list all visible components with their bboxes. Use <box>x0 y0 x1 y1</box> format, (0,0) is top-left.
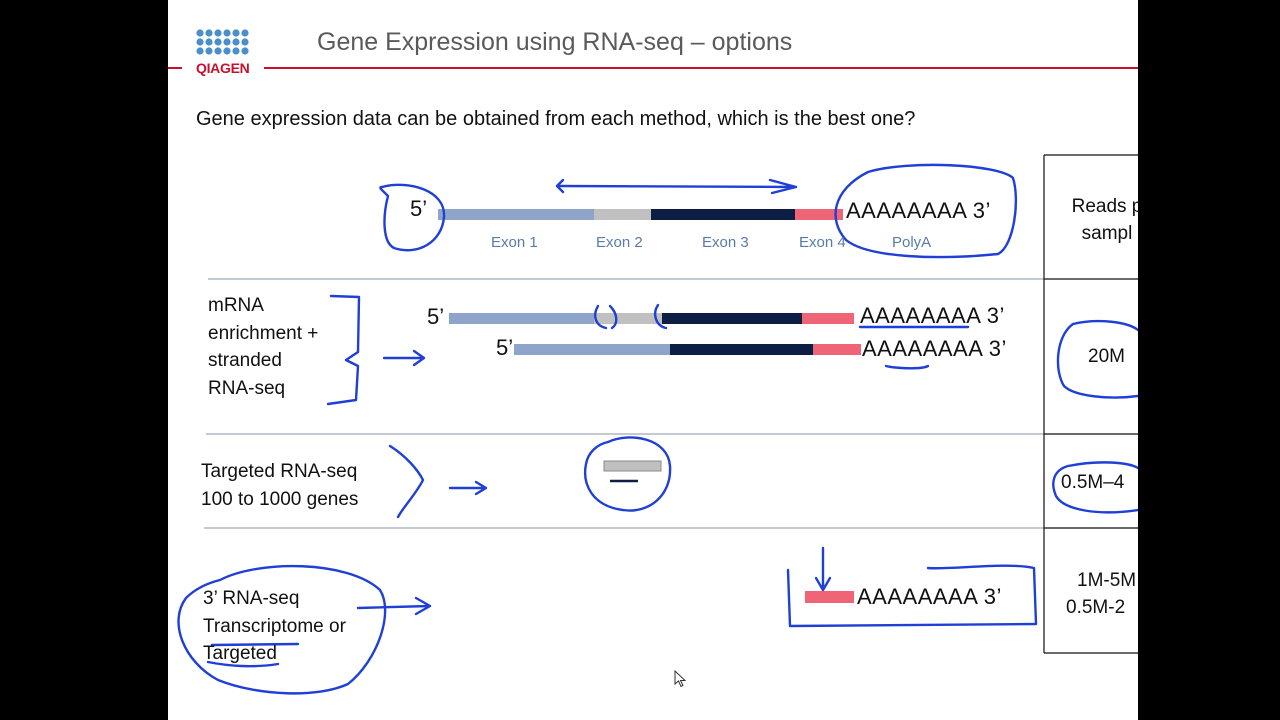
mouse-cursor-icon <box>674 670 687 688</box>
qiagen-logo: QIAGEN <box>196 60 250 76</box>
slide-question: Gene expression data can be obtained fro… <box>196 108 916 130</box>
transcript-2 <box>514 344 861 355</box>
row-label-mrna: mRNA enrichment + stranded RNA-seq <box>208 292 318 402</box>
qiagen-logo-dots <box>196 29 249 55</box>
exon-3-label: Exon 3 <box>702 234 749 251</box>
transcript-1 <box>449 313 854 324</box>
slide-title: Gene Expression using RNA-seq – options <box>317 28 793 56</box>
reads-header: Reads p sampl <box>1052 193 1138 247</box>
transcript-1-polyA: AAAAAAAA 3’ <box>860 303 1005 328</box>
reads-header-line: sampl <box>1081 223 1133 244</box>
reads-row-3-line: 0.5M-2 <box>1066 597 1126 618</box>
row-label-line: Targeted <box>203 643 277 664</box>
title-rule-left <box>168 67 182 69</box>
row-label-3prime: 3’ RNA-seq Transcriptome or Targeted <box>203 585 346 668</box>
exon-1-bar <box>438 209 594 220</box>
row-label-line: Targeted RNA-seq <box>201 461 358 482</box>
transcript-2-five-prime: 5’ <box>496 335 514 360</box>
reads-row-3: 1M-5M 0.5M-2 <box>1066 567 1136 621</box>
fragment-polyA: AAAAAAAA 3’ <box>857 584 1002 609</box>
slide-graphics <box>168 29 1138 695</box>
slide: QIAGEN Gene Expression using RNA-seq – o… <box>168 0 1138 720</box>
gene-five-prime: 5’ <box>410 196 428 221</box>
exon-3-bar <box>651 209 795 220</box>
ink-annotations <box>177 163 1138 695</box>
three-prime-fragment <box>805 591 854 603</box>
exon-2-label: Exon 2 <box>596 234 643 251</box>
row-label-line: enrichment + <box>208 322 319 344</box>
exon-2-bar <box>594 209 651 220</box>
polyA-label: PolyA <box>892 234 932 251</box>
title-rule <box>264 67 1138 69</box>
exon-4-label: Exon 4 <box>799 234 846 251</box>
gene-polyA-text: AAAAAAAA 3’ <box>846 198 991 223</box>
row-label-line: Transcriptome or <box>203 615 346 637</box>
row-label-line: 3’ RNA-seq <box>203 588 300 609</box>
reads-row-1: 20M <box>1088 346 1125 367</box>
row-label-line: RNA-seq <box>208 377 286 399</box>
reads-row-2: 0.5M–4 <box>1061 472 1125 493</box>
exon-4-bar <box>795 209 843 220</box>
targeted-probe-bar <box>603 460 662 472</box>
reads-row-3-line: 1M-5M <box>1077 570 1137 591</box>
gene-model <box>438 209 843 220</box>
exon-1-label: Exon 1 <box>491 234 538 251</box>
row-label-line: 100 to 1000 genes <box>201 488 359 510</box>
row-label-line: mRNA <box>208 295 264 316</box>
transcript-2-polyA: AAAAAAAA 3’ <box>862 336 1007 361</box>
reads-header-line: Reads p <box>1071 196 1138 217</box>
transcript-1-five-prime: 5’ <box>427 304 445 329</box>
row-label-targeted: Targeted RNA-seq 100 to 1000 genes <box>201 458 358 513</box>
row-label-line: stranded <box>208 350 282 371</box>
reads-table <box>1043 154 1138 654</box>
